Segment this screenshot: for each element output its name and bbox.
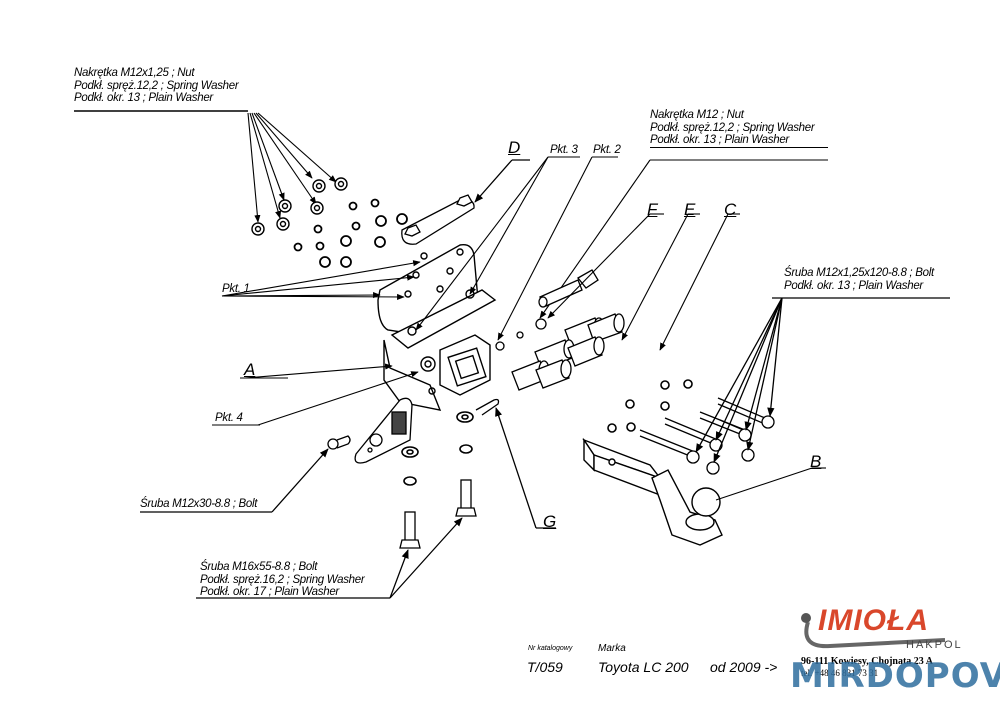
leader-lines-nuts-left xyxy=(247,112,337,223)
callout-line: Podkł. okr. 13 ; Plain Washer xyxy=(650,134,789,146)
callout-line: Nakrętka M12 ; Nut xyxy=(650,109,744,121)
watermark: MIRDOPOV.RU xyxy=(790,656,1000,696)
part-g-pin xyxy=(475,398,556,529)
callout-line: Podkł. okr. 13 ; Plain Washer xyxy=(784,279,923,292)
callout-line: Śruba M16x55-8.8 ; Bolt xyxy=(200,561,318,573)
socket-plate xyxy=(354,397,413,464)
part-letter-d: D xyxy=(508,138,521,157)
part-letter-f: F xyxy=(647,200,658,219)
callout-bolt-m12x30: Śruba M12x30-8.8 ; Bolt xyxy=(140,498,258,510)
bolts-m16 xyxy=(196,479,477,599)
logo-swoosh-icon xyxy=(801,613,946,649)
manufacturer-logo-sub: HAKPOL xyxy=(906,639,963,651)
callout-line: Podkł. okr. 17 ; Plain Washer xyxy=(200,586,339,598)
washers-center xyxy=(401,411,474,486)
callout-line: Śruba M12x1,25x120-8.8 ; Bolt xyxy=(784,267,934,279)
leader-lines-pkt1 xyxy=(221,260,421,301)
callout-nuts-right: Nakrętka M12 ; Nut Podkł. spręż.12,2 ; S… xyxy=(650,109,828,148)
part-letter-b: B xyxy=(810,452,822,471)
callout-bolts-bottom: Śruba M16x55-8.8 ; Bolt Podkł. spręż.16,… xyxy=(200,561,365,599)
part-letter-c: C xyxy=(724,200,737,219)
catalog-number: T/059 xyxy=(527,659,563,675)
leader-lines-pkt xyxy=(415,156,828,341)
part-letter-g: G xyxy=(543,512,557,531)
callout-line: Podkł. spręż.16,2 ; Spring Washer xyxy=(200,573,365,586)
washers-right xyxy=(607,379,693,433)
callout-bolts-right: Śruba M12x1,25x120-8.8 ; Bolt Podkł. okr… xyxy=(784,267,934,292)
bolt-m12x30 xyxy=(140,435,351,513)
bolts-m12x120 xyxy=(639,297,950,475)
part-a-bracket xyxy=(377,244,497,411)
catalog-label: Nr katalogowy xyxy=(528,645,573,652)
model-year: od 2009 -> xyxy=(710,659,778,675)
part-b-ball-mount xyxy=(582,437,723,546)
nuts xyxy=(251,177,348,236)
brand-name: Toyota LC 200 xyxy=(598,659,689,675)
part-letter-a: A xyxy=(244,360,256,379)
callout-line: Podkł. okr. 13 ; Plain Washer xyxy=(74,92,213,104)
part-letter-e: E xyxy=(684,200,696,219)
manufacturer-address: 96-111 Kowiesy, Chojnata 23 A xyxy=(801,656,933,667)
washers xyxy=(293,198,408,268)
callout-line: Podkł. spręż.12,2 ; Spring Washer xyxy=(74,79,239,92)
manufacturer-phone: tel. +48 46 831 73 31 xyxy=(801,668,879,678)
label-pkt2: Pkt. 2 xyxy=(593,144,621,156)
callout-nuts-left: Nakrętka M12x1,25 ; Nut Podkł. spręż.12,… xyxy=(74,67,239,105)
tubes xyxy=(495,269,625,391)
callout-line: Nakrętka M12x1,25 ; Nut xyxy=(74,67,195,79)
label-pkt3: Pkt. 3 xyxy=(550,144,578,156)
leader-lines-fec xyxy=(547,213,740,351)
manufacturer-logo: IMIOŁA xyxy=(818,604,929,637)
brand-label: Marka xyxy=(598,643,626,654)
part-d-plate xyxy=(401,159,530,245)
callout-line: Podkł. spręż.12,2 ; Spring Washer xyxy=(650,121,815,134)
label-pkt4: Pkt. 4 xyxy=(215,412,243,424)
label-pkt1: Pkt. 1 xyxy=(222,283,250,295)
